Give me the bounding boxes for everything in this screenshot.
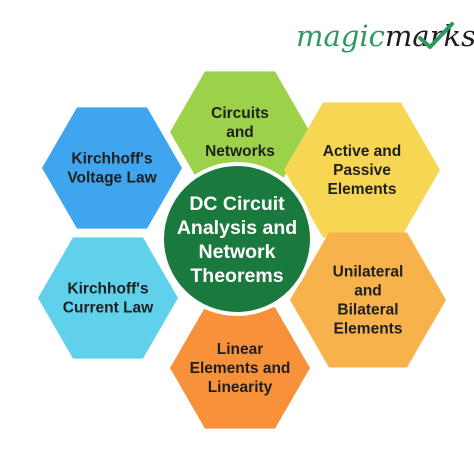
brand-logo-text: magicmarks [296, 19, 474, 53]
brand-logo: magicmarks [296, 19, 474, 53]
hexagon-linear-elements-and-linearity [170, 307, 310, 429]
hexagon-unilateral-and-bilateral-elements [290, 232, 446, 368]
brand-logo-prefix: magic [296, 19, 385, 53]
hexagon-active-and-passive-elements [284, 102, 440, 238]
hexagon-kirchhoffs-voltage-law [42, 107, 182, 229]
checkmark-icon [418, 22, 454, 49]
topic-hexagons [38, 71, 446, 429]
center-circle [160, 162, 314, 316]
hexagon-circuits-and-networks [170, 71, 310, 193]
hexagon-kirchhoffs-current-law [38, 237, 178, 359]
